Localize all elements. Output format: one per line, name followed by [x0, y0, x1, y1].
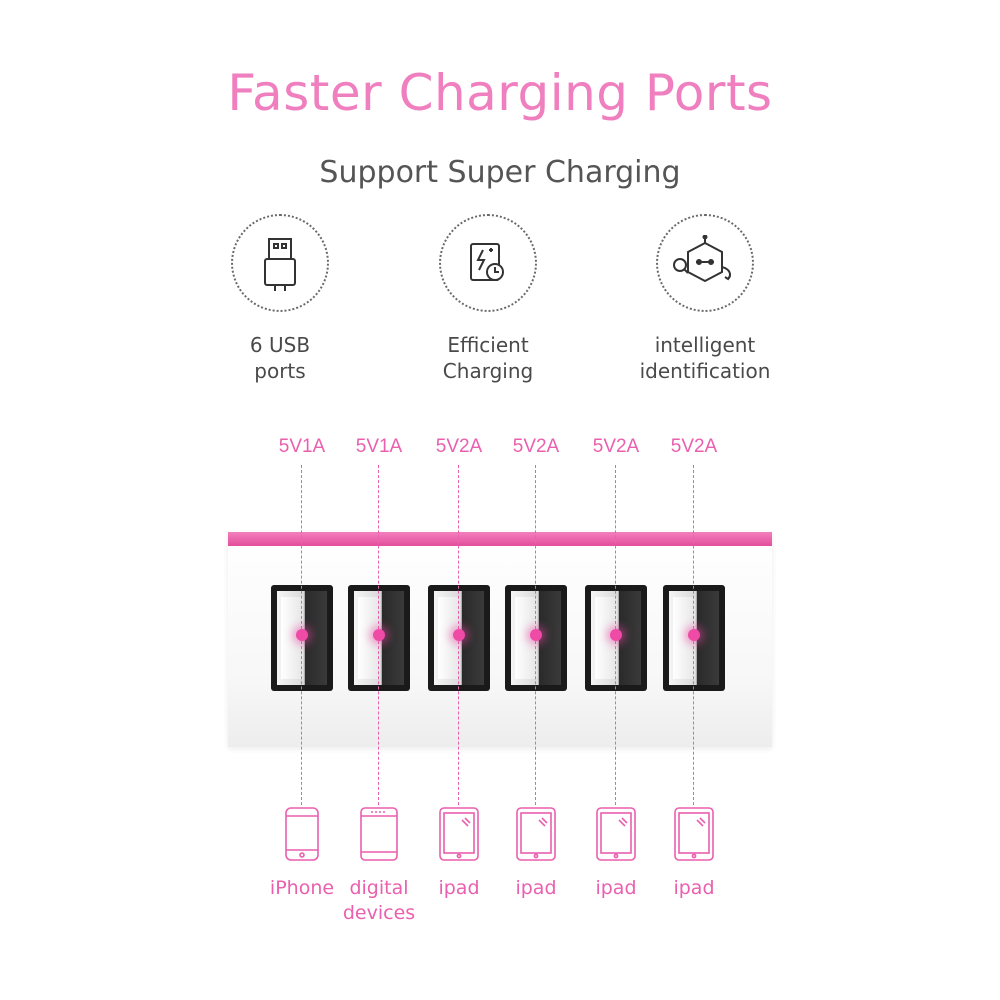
device-label: iPhone: [269, 877, 335, 899]
device-iphone: [272, 806, 332, 866]
iphone-icon: [285, 807, 319, 861]
feature-efficient-charging: Efficient Charging: [393, 214, 583, 384]
usb-port: [428, 585, 490, 691]
ipad-icon: [516, 807, 556, 861]
port-spec-label: 5V2A: [592, 436, 640, 457]
ipad-icon: [674, 807, 714, 861]
ipad-icon: [439, 807, 479, 861]
feature-label: intelligent identification: [639, 333, 771, 383]
device-label: ipad: [595, 877, 637, 899]
port-spec-label: 5V2A: [512, 436, 560, 457]
device-label: digital devices: [342, 877, 416, 924]
page-title: Faster Charging Ports: [227, 64, 773, 122]
port-glow-dot: [373, 629, 385, 641]
feature-circle: [439, 214, 537, 312]
fast-charge-icon: [470, 243, 504, 281]
port-glow-dot: [530, 629, 542, 641]
port-spec-label: 5V2A: [670, 436, 718, 457]
port-glow-dot: [453, 629, 465, 641]
device-ipad: [506, 806, 566, 866]
usb-plug-icon: [264, 238, 296, 291]
smart-chip-icon: [673, 235, 731, 283]
feature-label: 6 USB ports: [249, 333, 311, 383]
port-spec-label: 5V2A: [435, 436, 483, 457]
device-ipad: [586, 806, 646, 866]
feature-label: Efficient Charging: [442, 333, 534, 383]
feature-usb-ports: 6 USB ports: [185, 214, 375, 384]
device-label: ipad: [515, 877, 557, 899]
ipad-icon: [596, 807, 636, 861]
device-ipad: [664, 806, 724, 866]
port-spec-label: 5V1A: [278, 436, 326, 457]
device-tablet: [349, 806, 409, 866]
feature-intelligent-identification: intelligent identification: [610, 214, 800, 384]
feature-circle: [231, 214, 329, 312]
port-glow-dot: [688, 629, 700, 641]
port-glow-dot: [296, 629, 308, 641]
port-glow-dot: [610, 629, 622, 641]
device-label: ipad: [438, 877, 480, 899]
hub-top-band: [228, 532, 772, 546]
page-subtitle: Support Super Charging: [319, 155, 681, 190]
port-spec-label: 5V1A: [355, 436, 403, 457]
device-ipad: [429, 806, 489, 866]
feature-circle: [656, 214, 754, 312]
device-label: ipad: [673, 877, 715, 899]
tablet-icon: [360, 807, 398, 861]
